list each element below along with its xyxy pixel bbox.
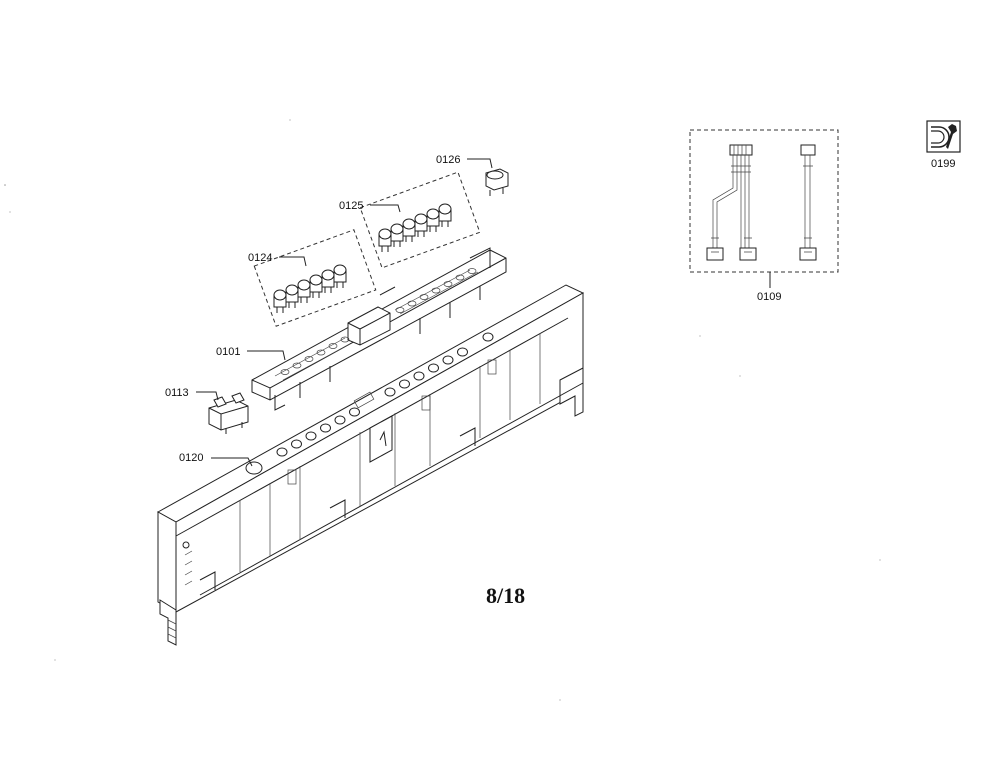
led-window bbox=[419, 294, 429, 300]
leader-0120 bbox=[211, 457, 253, 467]
led-window bbox=[395, 307, 405, 313]
button-hole bbox=[457, 347, 468, 357]
page-number: 8/18 bbox=[486, 583, 525, 608]
part-0199-service-wrench-icon bbox=[926, 120, 961, 153]
button-cap bbox=[309, 274, 323, 298]
button-cap bbox=[321, 269, 335, 293]
button-cap bbox=[285, 284, 299, 308]
button-hole bbox=[413, 371, 425, 381]
button-cap bbox=[297, 279, 311, 303]
button-hole bbox=[384, 387, 396, 397]
label-0101: 0101 bbox=[216, 346, 240, 358]
button-cap bbox=[273, 289, 287, 313]
leader-0113 bbox=[196, 391, 219, 401]
button-hole bbox=[305, 431, 317, 441]
button-cap bbox=[402, 218, 416, 242]
leader-0126 bbox=[467, 158, 493, 169]
part-0101-led-row bbox=[280, 268, 477, 375]
led-window bbox=[304, 356, 314, 362]
button-hole bbox=[399, 379, 410, 389]
led-window bbox=[431, 287, 441, 294]
led-window bbox=[292, 362, 302, 369]
part-0120-button-holes bbox=[245, 332, 494, 475]
button-cap bbox=[390, 223, 404, 247]
led-window bbox=[443, 281, 453, 287]
leader-0101 bbox=[247, 350, 286, 361]
scan-specks bbox=[4, 119, 881, 701]
part-0124-dashed-box bbox=[253, 229, 377, 327]
led-window bbox=[316, 349, 326, 356]
leader-0125 bbox=[370, 204, 401, 213]
part-0109-dashed-box bbox=[689, 129, 839, 273]
part-0124-button-row bbox=[273, 264, 347, 313]
led-window bbox=[280, 369, 290, 375]
button-hole bbox=[276, 447, 288, 457]
label-0124: 0124 bbox=[248, 252, 272, 264]
part-0109-wire-harness-set bbox=[706, 144, 817, 261]
button-cap bbox=[333, 264, 347, 288]
label-0126: 0126 bbox=[436, 154, 460, 166]
part-0125-button-row bbox=[378, 203, 452, 252]
label-0199: 0199 bbox=[931, 158, 955, 170]
part-0101-control-board bbox=[251, 247, 507, 411]
led-window bbox=[340, 336, 350, 343]
part-0125-dashed-box bbox=[359, 171, 481, 269]
button-hole bbox=[334, 415, 346, 425]
led-window bbox=[455, 274, 465, 281]
led-window bbox=[328, 343, 338, 349]
led-window bbox=[407, 300, 417, 307]
label-0109: 0109 bbox=[757, 291, 781, 303]
button-hole bbox=[482, 332, 494, 342]
button-hole bbox=[442, 355, 454, 365]
part-0120-control-panel-frame bbox=[156, 284, 585, 646]
part-0113-clip bbox=[208, 392, 249, 434]
button-cap bbox=[378, 228, 392, 252]
label-0120: 0120 bbox=[179, 452, 203, 464]
led-window bbox=[467, 268, 477, 274]
part-0126-button bbox=[485, 168, 509, 196]
leader-0124 bbox=[279, 256, 307, 267]
button-hole bbox=[349, 407, 360, 417]
button-hole bbox=[291, 439, 302, 449]
label-0113: 0113 bbox=[165, 387, 189, 399]
button-cap bbox=[438, 203, 452, 227]
knob-hole bbox=[245, 461, 263, 475]
label-0125: 0125 bbox=[339, 200, 363, 212]
button-cap bbox=[414, 213, 428, 237]
button-hole bbox=[320, 423, 331, 433]
button-hole bbox=[428, 363, 439, 373]
button-cap bbox=[426, 208, 440, 232]
